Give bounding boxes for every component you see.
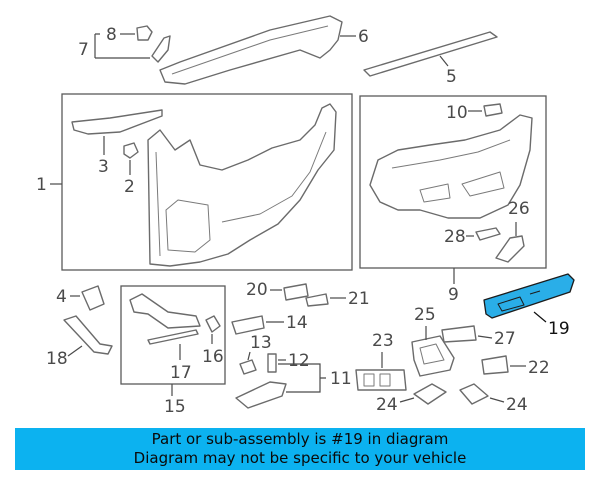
leader-19 (533, 311, 547, 323)
part-14-switch (231, 315, 265, 335)
part-23-switch-panel (355, 369, 407, 391)
leader-13 (247, 351, 251, 361)
callout-15: 15 (164, 397, 186, 417)
part-8-clip (136, 25, 153, 41)
part-1-door-trim-panel (147, 103, 337, 267)
door-trim-exploded-diagram: 6 5 8 7 1 3 2 9 10 (36, 15, 575, 417)
part-16-clip (205, 315, 221, 333)
callout-1: 1 (36, 175, 47, 195)
callout-24b: 24 (506, 395, 528, 415)
callout-22: 22 (528, 358, 550, 378)
part-5-belt-weatherstrip (363, 31, 498, 77)
leader-18 (67, 345, 83, 357)
part-7-bracket (151, 35, 171, 63)
group-box-9 (359, 95, 547, 269)
part-18-molding (63, 315, 113, 355)
part-10-clip (483, 103, 503, 117)
callout-16: 16 (202, 347, 224, 367)
callout-23: 23 (372, 331, 394, 351)
leader-27 (477, 335, 493, 339)
callout-7: 7 (78, 40, 89, 60)
part-24b-cover (459, 383, 489, 405)
callout-4: 4 (56, 287, 67, 307)
callout-27: 27 (494, 329, 516, 349)
callout-9: 9 (448, 285, 459, 305)
leader-7 (94, 33, 150, 59)
part-12-screw (267, 353, 277, 373)
callout-17: 17 (170, 363, 192, 383)
leader-24b (489, 397, 505, 403)
callout-12: 12 (288, 351, 310, 371)
part-2-clip (123, 142, 139, 159)
callout-14: 14 (286, 313, 308, 333)
part-17-strip (147, 329, 199, 345)
part-20-lamp (283, 283, 309, 301)
part-24a-cover (413, 383, 447, 405)
callout-28: 28 (444, 227, 466, 247)
callout-2: 2 (124, 177, 135, 197)
highlight-info-banner: Part or sub-assembly is #19 in diagram D… (15, 428, 585, 470)
part-6-garnish-molding (159, 15, 343, 85)
callout-26: 26 (508, 199, 530, 219)
group-box-1 (61, 93, 353, 271)
part-9-door-trim-assembly (369, 114, 533, 219)
part-26-pull-cup (495, 235, 525, 263)
callout-6: 6 (358, 27, 369, 47)
callout-11: 11 (330, 369, 352, 389)
banner-line-2: Diagram may not be specific to your vehi… (133, 449, 467, 467)
leader-11 (278, 363, 326, 393)
group-box-15 (120, 285, 226, 385)
part-28-clip (475, 227, 501, 241)
part-3-mirror-cover (71, 109, 163, 135)
leader-5 (439, 55, 449, 67)
callout-5: 5 (446, 67, 457, 87)
part-19-switch-bezel (483, 273, 575, 319)
callout-24a: 24 (376, 395, 398, 415)
part-11-handle (235, 381, 287, 409)
part-4-bracket (81, 285, 105, 311)
callout-21: 21 (348, 289, 370, 309)
part-15-inner-bracket (129, 293, 201, 329)
banner-line-1: Part or sub-assembly is #19 in diagram (151, 430, 449, 448)
callout-10: 10 (446, 103, 468, 123)
callout-19: 19 (548, 319, 570, 339)
callout-25: 25 (414, 305, 436, 325)
part-13-bulb (239, 359, 257, 375)
part-27-bezel (441, 325, 477, 343)
part-22-lamp (481, 355, 509, 375)
callout-8: 8 (106, 25, 117, 45)
callout-20: 20 (246, 280, 268, 300)
part-21-bezel (305, 293, 329, 307)
leader-24a (399, 397, 415, 403)
part-25-switch-assembly (411, 335, 455, 377)
callout-3: 3 (98, 157, 109, 177)
callout-13: 13 (250, 333, 272, 353)
callout-18: 18 (46, 349, 68, 369)
